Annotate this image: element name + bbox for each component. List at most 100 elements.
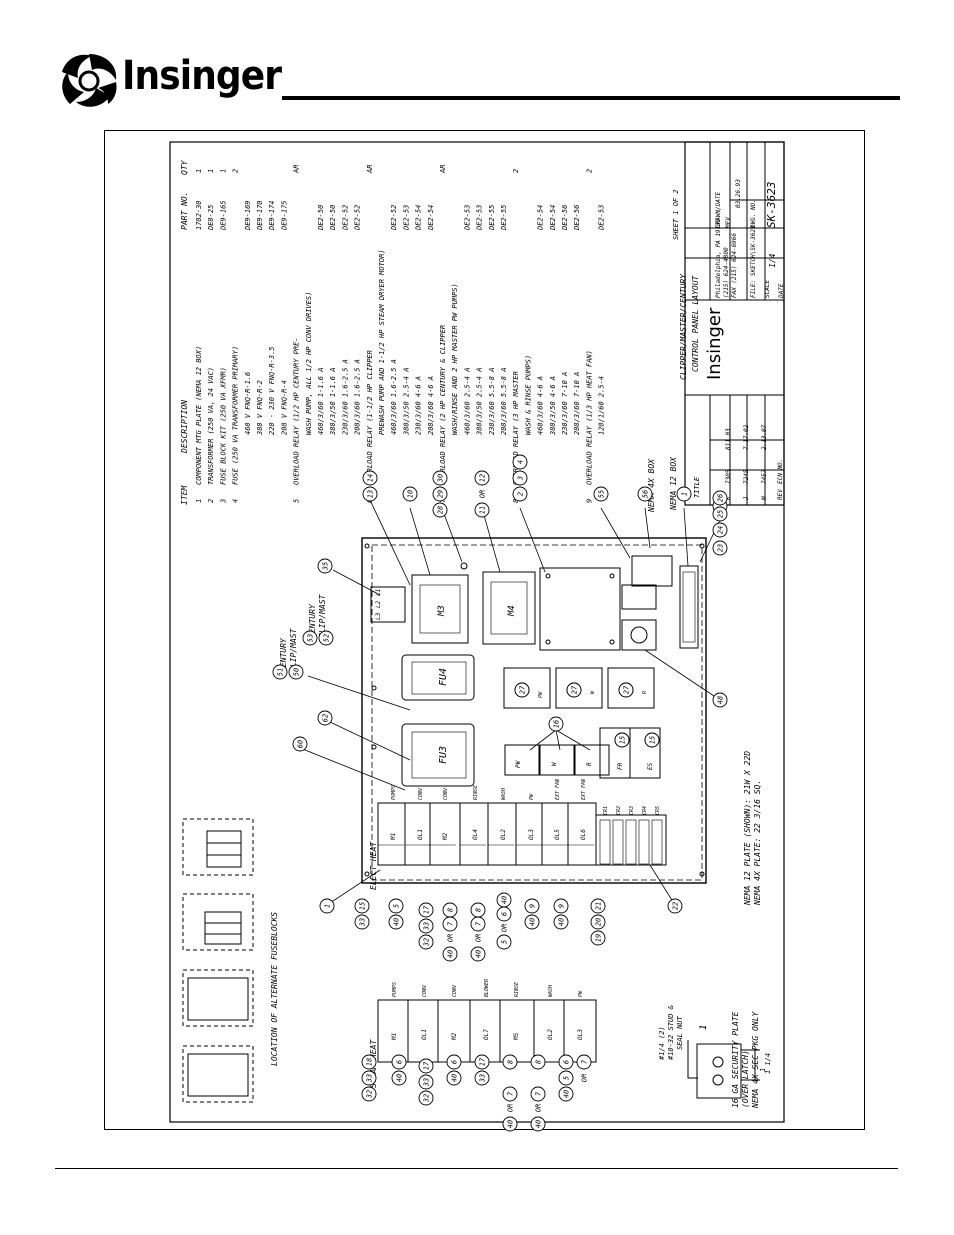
callout-number: 33 <box>423 922 431 931</box>
elect-component-label: OL5 <box>554 829 561 840</box>
control-relay-label: CR4 <box>642 806 648 815</box>
tb-title-label: TITLE <box>693 476 701 498</box>
steam-heat-column: M1PUMPSOL1CONVM2CONVOL7BLOWERM5RINSEOL2W… <box>377 979 597 1063</box>
callout-bubble: 11 <box>474 502 490 518</box>
bom-desc: 460/3/60 1-1.6 A <box>317 368 325 435</box>
callout-bubble: 15 <box>614 732 630 748</box>
header-rule <box>282 96 900 100</box>
or-label-text: OR <box>501 924 509 932</box>
nema4x-box-label: NEMA 4X BOX <box>647 458 656 513</box>
callout-number: 11 <box>479 506 487 514</box>
callout-number: 2 <box>517 492 525 496</box>
bom-desc: 380/3/50 1-1.6 A <box>329 368 337 436</box>
callout-number: 18 <box>366 1058 374 1066</box>
bom-desc: FUSE BLOCK KIT (250 VA XFMR) <box>219 367 227 485</box>
bom-desc: WASH PUMP, ALL 1/2 HP CONV DRIVES) <box>305 292 313 435</box>
callout-number: 33 <box>423 1078 431 1087</box>
elect-terminal: PW <box>529 793 535 800</box>
steam-component-label: OL1 <box>421 1029 428 1040</box>
callout-number: 5 <box>563 1076 571 1080</box>
callout-number: 8 <box>447 908 455 912</box>
clipmast-label-2: CLIP/MAST <box>318 593 327 638</box>
elect-terminal: EXT FAN <box>555 778 561 800</box>
callout-bubble: 13 <box>362 486 378 502</box>
es-label: ES <box>647 762 654 770</box>
bom-part: DE2-53 <box>598 205 606 231</box>
stud-label-2: #10-32 STUD & <box>667 1004 675 1061</box>
or-label: OR <box>501 924 509 932</box>
bom-desc: 460/3/60 1.6-2.5 A <box>390 359 398 435</box>
tb-sheet: SHEET 1 OF 2 <box>672 189 680 240</box>
callout-bubble: 15 <box>644 732 660 748</box>
dim-3-label: 1 1/4 <box>764 1053 772 1074</box>
callout-bubble: 5 <box>496 934 512 950</box>
security-plate-label-1: 16 GA SECURITY PLATE <box>731 1011 740 1108</box>
steam-component-label: OL2 <box>547 1029 554 1040</box>
elect-terminal-label: EXT FAN <box>555 778 561 800</box>
callout-bubble: 40 <box>388 914 404 930</box>
timer-pw-label: PW <box>515 759 522 768</box>
tb-file-value: SKETCH\SK-3623 <box>750 225 757 276</box>
callout-bubble: 53 <box>302 630 318 646</box>
transformer <box>539 567 621 651</box>
bom-part: DE9-169 <box>244 200 252 231</box>
callout-bubble: 12 <box>474 470 490 486</box>
callout-bubble: 8 <box>530 1054 546 1070</box>
bom-desc: OVERLOAD RELAY (1/2 HP CENTURY PRE- <box>293 337 301 485</box>
callout-bubble: 40 <box>470 946 486 962</box>
relay-w-label: W <box>590 690 596 694</box>
fuse-location-label: LOCATION OF ALTERNATE FUSEBLOCKS <box>270 912 279 1066</box>
or-label-text: OR <box>507 1104 515 1112</box>
callout-number: 32 <box>423 938 431 947</box>
bom-qty: 2 <box>512 169 520 173</box>
callout-number: 3 <box>517 476 525 481</box>
callout-number: 40 <box>535 1120 543 1128</box>
tb-dwg-label: DWG. NO. <box>750 199 757 229</box>
steam-terminal-label: WASH <box>548 984 554 997</box>
contactor-m3: M3 <box>411 574 469 644</box>
security-plate-detail: 1 1 1 1/4 #1/4 (2) #10-32 STUD & SEAL NU… <box>658 1004 772 1099</box>
elect-terminal-label: RINSE <box>473 785 479 800</box>
tb-rev-date: 2.13.07 <box>761 424 768 450</box>
elect-component: OL6 <box>580 829 587 840</box>
footer-rule <box>55 1168 898 1169</box>
callout-bubble: 27 <box>618 682 634 698</box>
bom-header-item: ITEM <box>180 485 189 505</box>
bom-header-qty: QTY <box>180 159 189 175</box>
callout-number: 56 <box>642 490 650 498</box>
tb-title-line1: CLIPPER/MASTER/CENTURY <box>679 273 688 380</box>
callout-number: 6 <box>563 1060 571 1064</box>
elect-terminal: PUMPS <box>391 785 397 800</box>
callout-number: 15 <box>359 902 367 910</box>
callout-bubble: 18 <box>361 1054 377 1070</box>
or-label-text: OR <box>479 490 487 498</box>
callout-bubble: 4 <box>512 454 528 470</box>
bom-part: DE2-56 <box>573 205 581 231</box>
bom-desc: PREWASH PUMP AND 1-1/2 HP STEAM DRYER MO… <box>378 250 386 435</box>
tb-company: Insinger <box>704 307 725 380</box>
callout-bubble: 33 <box>418 918 434 934</box>
callout-bubble: 27 <box>566 682 582 698</box>
bom-item: 4 <box>232 499 240 503</box>
callout-bubble: 48 <box>712 692 728 708</box>
bom-part: DE2-53 <box>402 205 410 231</box>
or-label: OR <box>475 934 483 942</box>
callout-bubble: 27 <box>514 682 530 698</box>
bom-desc: 208/3/60 1.6-2.5 A <box>354 359 362 435</box>
tb-ecn: 7457 <box>761 469 768 484</box>
callout-number: 15 <box>619 736 627 744</box>
callout-bubble: 50 <box>288 664 304 680</box>
bom-qty: 2 <box>585 169 593 173</box>
steam-terminal: CONV <box>452 984 458 997</box>
callout-number: 7 <box>535 1091 543 1096</box>
bom-desc: 380/3/50 4-6 A <box>549 376 557 436</box>
bom-item: 5 <box>293 499 301 503</box>
